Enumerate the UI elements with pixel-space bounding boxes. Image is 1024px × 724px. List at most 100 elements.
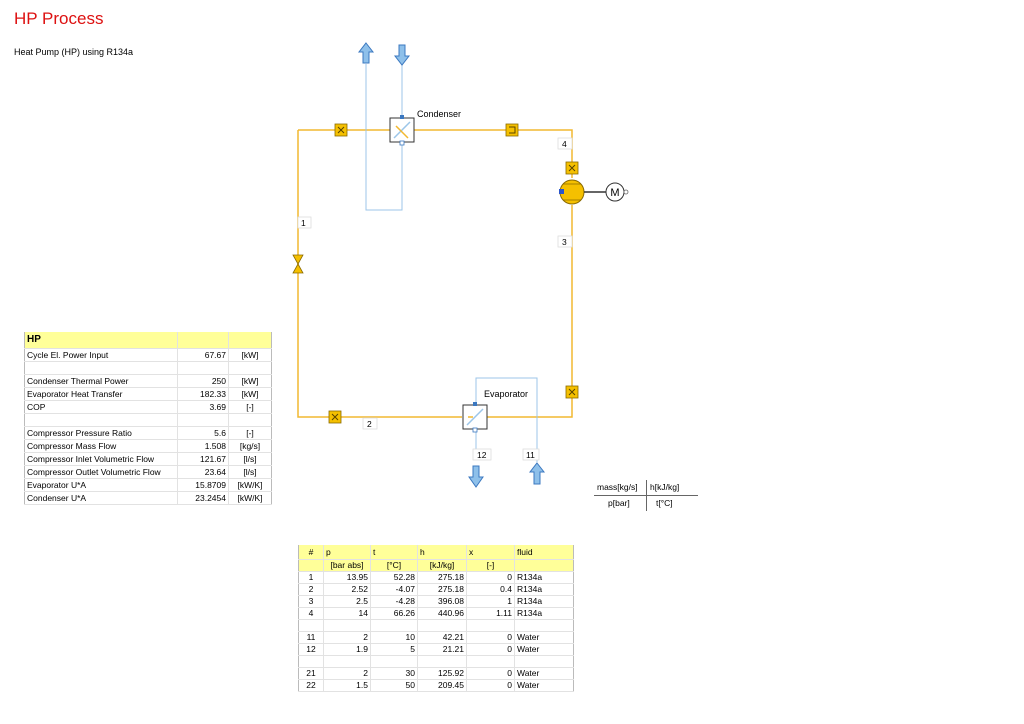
state-cell: [-]: [466, 559, 515, 572]
state-cell: 52.28: [370, 571, 418, 584]
stream-label-2: 2: [362, 417, 378, 430]
state-cell: 1: [298, 571, 324, 584]
state-cell: 0: [466, 679, 515, 692]
state-cell: [514, 559, 574, 572]
water-arrow-down-condenser: [393, 44, 411, 66]
state-cell: 0: [466, 571, 515, 584]
state-cell: [°C]: [370, 559, 418, 572]
state-cell: 66.26: [370, 607, 418, 620]
svg-text:4: 4: [562, 139, 567, 149]
svg-text:3: 3: [562, 237, 567, 247]
state-cell: 1.5: [323, 679, 371, 692]
motor[interactable]: M: [605, 182, 629, 202]
legend-enthalpy: h[kJ/kg]: [650, 482, 680, 492]
hp-cell-label: COP: [24, 400, 178, 414]
fitting-bottom-left: [328, 410, 342, 424]
state-cell: 50: [370, 679, 418, 692]
hp-cell-label: Compressor Inlet Volumetric Flow: [24, 452, 178, 466]
water-arrow-up-evaporator: [528, 462, 546, 485]
state-cell: R134a: [514, 571, 574, 584]
hp-table-row: [24, 361, 272, 375]
evaporator[interactable]: [462, 402, 488, 433]
state-cell: R134a: [514, 595, 574, 608]
hp-cell-unit: [kW]: [228, 374, 272, 388]
state-cell: 42.21: [417, 631, 467, 644]
state-cell: x: [466, 545, 515, 560]
state-cell: 0: [466, 667, 515, 680]
stream-label-3: 3: [557, 235, 573, 248]
state-cell: 0: [466, 643, 515, 656]
state-cell: 1: [466, 595, 515, 608]
hp-cell-label: Compressor Mass Flow: [24, 439, 178, 453]
hp-cell-value: 15.8709: [177, 478, 229, 492]
hp-cell-unit: [-]: [228, 426, 272, 440]
hp-cell-label: Evaporator Heat Transfer: [24, 387, 178, 401]
state-cell: 21: [298, 667, 324, 680]
stream-label-1: 1: [297, 216, 312, 229]
state-cell: [370, 655, 418, 668]
refrigerant-line-right: [478, 205, 573, 418]
state-cell: [466, 619, 515, 632]
state-cell: 30: [370, 667, 418, 680]
state-cell: Water: [514, 679, 574, 692]
state-cell: 1.9: [323, 643, 371, 656]
hp-cell-value: [177, 361, 229, 375]
compressor[interactable]: [559, 179, 585, 205]
page-subtitle: Heat Pump (HP) using R134a: [14, 47, 134, 57]
stream-label-11: 11: [522, 448, 540, 461]
state-table-row: [298, 655, 574, 668]
fitting-top-left: [334, 123, 348, 137]
fitting-right: [565, 385, 579, 399]
hp-cell-label: [24, 413, 178, 427]
state-cell: [298, 655, 324, 668]
hp-cell-label: Compressor Outlet Volumetric Flow: [24, 465, 178, 479]
state-cell: 4: [298, 607, 324, 620]
hp-cell-unit: [kW/K]: [228, 478, 272, 492]
state-cell: [417, 655, 467, 668]
hp-cell-value: 1.508: [177, 439, 229, 453]
state-cell: 125.92: [417, 667, 467, 680]
condenser[interactable]: [389, 115, 415, 146]
state-cell: [514, 619, 574, 632]
refrigerant-loop: [297, 129, 573, 418]
legend-temperature: t[°C]: [656, 498, 673, 508]
state-cell: 2: [323, 667, 371, 680]
state-cell: [514, 655, 574, 668]
svg-text:2: 2: [367, 419, 372, 429]
hp-cell-value: 5.6: [177, 426, 229, 440]
state-cell: 275.18: [417, 571, 467, 584]
state-cell: R134a: [514, 607, 574, 620]
hp-cell-unit: [l/s]: [228, 465, 272, 479]
hp-table-title: HP: [24, 332, 178, 349]
state-cell: [323, 619, 371, 632]
hp-cell-value: 23.2454: [177, 491, 229, 505]
fitting-compressor-outlet: [565, 161, 579, 175]
state-cell: 10: [370, 631, 418, 644]
hp-cell-unit: [kW]: [228, 387, 272, 401]
state-cell: 0.4: [466, 583, 515, 596]
water-arrow-up-condenser: [357, 42, 375, 64]
state-cell: 2.52: [323, 583, 371, 596]
state-cell: -4.07: [370, 583, 418, 596]
state-cell: 2: [323, 631, 371, 644]
expansion-valve[interactable]: [292, 254, 304, 274]
hp-cell-unit: [-]: [228, 400, 272, 414]
state-cell: R134a: [514, 583, 574, 596]
state-cell: [323, 655, 371, 668]
hp-table-header: HP: [24, 332, 272, 349]
hp-cell-label: [24, 361, 178, 375]
condenser-label: Condenser: [417, 109, 461, 119]
state-cell: 14: [323, 607, 371, 620]
state-table-row: [298, 619, 574, 632]
